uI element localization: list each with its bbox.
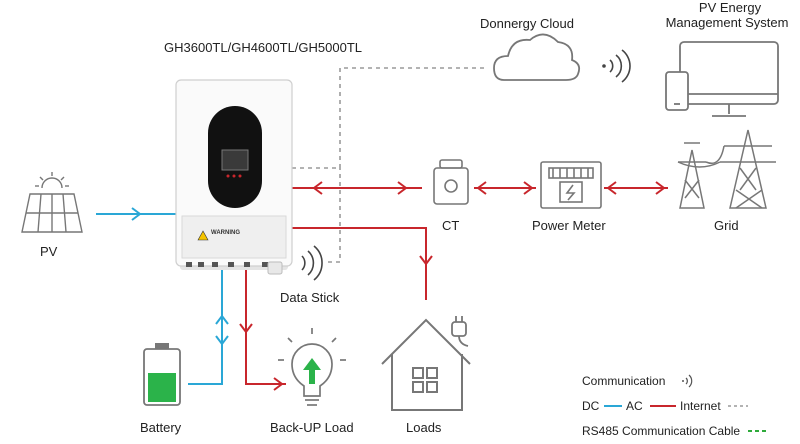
legend-dc: DC	[582, 399, 600, 413]
legend-ac: AC	[626, 399, 643, 413]
legend-wifi-icon	[682, 374, 693, 388]
pvems-label-line2: Management System	[665, 15, 789, 30]
ct-label: CT	[442, 218, 460, 233]
data-stick-label: Data Stick	[280, 290, 340, 305]
dc-arrow-battery-down	[215, 335, 229, 346]
grid-tower-icon	[677, 129, 776, 209]
battery-icon	[143, 343, 181, 406]
phone-icon	[665, 71, 689, 111]
arrow-up-icon	[303, 358, 321, 384]
data-stick-icon	[267, 261, 283, 275]
house-icon	[381, 318, 471, 411]
dc-arrow-battery-up	[215, 314, 229, 325]
cloud-label: Donnergy Cloud	[480, 16, 574, 31]
data-stick-wifi-icon	[301, 245, 323, 281]
dc-line-inverter-battery	[188, 270, 223, 385]
battery-label: Battery	[140, 420, 182, 435]
power-meter-icon	[540, 161, 602, 209]
ac-line-inverter-loads	[292, 227, 427, 300]
loads-label: Loads	[406, 420, 442, 435]
internet-line-inverter-cloud	[292, 67, 484, 169]
pv-label: PV	[40, 244, 58, 259]
power-meter-label: Power Meter	[532, 218, 606, 233]
legend-internet: Internet	[680, 399, 721, 413]
ac-line-inverter-backup	[245, 268, 286, 385]
pvems-label-line1: PV Energy	[698, 0, 762, 15]
plug-icon	[451, 316, 469, 347]
wifi-signal-icon	[602, 49, 631, 83]
backup-load-label: Back-UP Load	[270, 420, 354, 435]
model-label: GH3600TL/GH4600TL/GH5000TL	[164, 40, 362, 55]
cloud-icon	[493, 33, 581, 81]
ac-arrows	[239, 181, 666, 391]
monitor-icon	[679, 41, 779, 117]
grid-label: Grid	[714, 218, 739, 233]
internet-line-datastick	[328, 168, 341, 263]
solar-panel-icon	[21, 172, 83, 233]
lightbulb-icon	[278, 328, 346, 406]
legend-communication: Communication	[582, 374, 666, 388]
ct-icon	[433, 159, 469, 205]
inverter	[175, 79, 293, 270]
warning-label: WARNING	[211, 230, 240, 236]
warning-icon	[197, 230, 209, 241]
dc-arrow-pv	[131, 207, 142, 221]
legend-rs485: RS485 Communication Cable	[582, 424, 741, 438]
